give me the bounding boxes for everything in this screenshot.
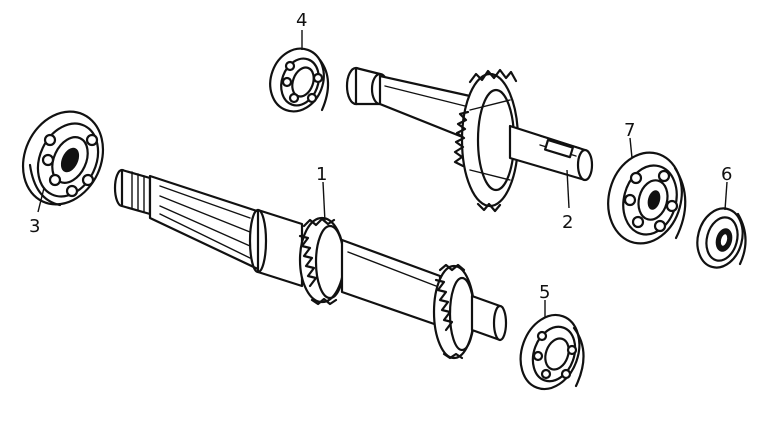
- callout-7: 7: [624, 120, 635, 141]
- callout-3: 3: [29, 216, 40, 237]
- bearing-5: [519, 313, 585, 391]
- bearing-7: [607, 151, 687, 245]
- callout-4: 4: [296, 10, 307, 31]
- oil-seal-6: [696, 207, 747, 269]
- leader-6: [724, 181, 728, 211]
- leader-7: [629, 137, 633, 159]
- bearing-3: [21, 110, 105, 207]
- callout-1: 1: [316, 164, 327, 185]
- mainshaft-1: [113, 168, 508, 360]
- leader-2: [566, 169, 570, 209]
- callout-6: 6: [721, 164, 732, 185]
- bearing-4: [269, 47, 330, 113]
- leader-1: [322, 181, 326, 223]
- callout-5: 5: [539, 282, 550, 303]
- callout-2: 2: [562, 212, 573, 233]
- countershaft-2: [345, 66, 594, 213]
- leader-3: [37, 187, 45, 213]
